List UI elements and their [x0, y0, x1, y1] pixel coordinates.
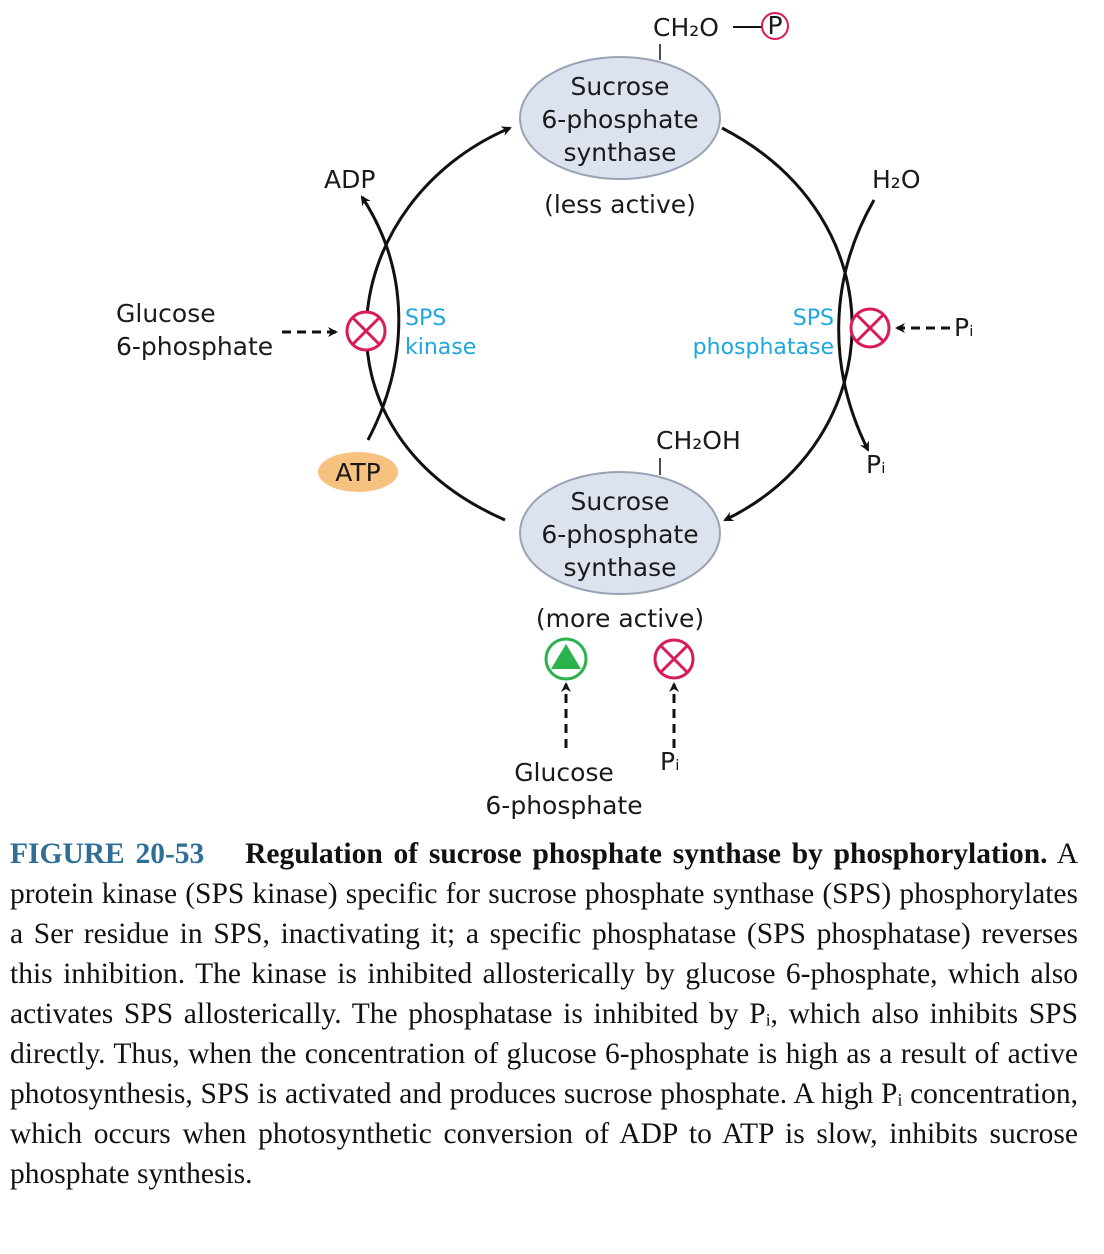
caption-title: Regulation of sucrose phosphate synthase… [245, 838, 1048, 870]
top-enzyme: CH₂O P Sucrose 6-phosphate synthase (les… [519, 11, 789, 219]
atp-badge: ATP [318, 452, 398, 492]
water-label: H₂O [872, 165, 921, 194]
caption-label: FIGURE 20-53 [10, 838, 205, 870]
phosphate-group-icon: P [761, 11, 789, 40]
activate-icon [544, 637, 588, 681]
bottom-enzyme: CH₂OH Sucrose 6-phosphate synthase (more… [519, 426, 741, 633]
bottom-enzyme-state: (more active) [536, 604, 704, 633]
bottom-group-label: CH₂OH [656, 426, 741, 455]
atp-label: ATP [335, 458, 381, 487]
adp-label: ADP [324, 165, 375, 194]
top-enzyme-ellipse [519, 56, 721, 180]
kinase-label-line-1: SPS [405, 306, 446, 331]
water-to-pi-arrow [837, 199, 876, 452]
bottom-enzyme-ellipse [519, 471, 721, 595]
caption-body: A protein kinase (SPS kinase) specific f… [10, 838, 1079, 1190]
sps-inhibit-icon [653, 638, 695, 680]
phosphatase-inhibit-icon [849, 307, 891, 349]
bottom-enzyme-line-1: Sucrose [571, 487, 670, 516]
bottom-effector-right-label: Pᵢ [660, 747, 680, 776]
phosphatase-label-line-1: SPS [793, 306, 834, 331]
kinase-inhibit-icon [345, 310, 387, 352]
phosphate-symbol: P [767, 11, 782, 40]
phosphatase-label-line-2: phosphatase [693, 335, 834, 360]
bottom-enzyme-line-3: synthase [563, 553, 676, 582]
top-enzyme-state: (less active) [544, 190, 696, 219]
sps-regulation-diagram: CH₂O P Sucrose 6-phosphate synthase (les… [116, 11, 974, 820]
left-effector-line-1: Glucose [116, 299, 216, 328]
right-effector-label: Pᵢ [954, 313, 974, 342]
pi-release-label: Pᵢ [866, 450, 886, 479]
kinase-label-line-2: kinase [405, 335, 476, 360]
bottom-effector-left-line-2: 6-phosphate [485, 791, 642, 820]
figure-caption: FIGURE 20-53 Regulation of sucrose phosp… [10, 834, 1078, 1194]
top-enzyme-line-2: 6-phosphate [541, 105, 698, 134]
top-enzyme-line-1: Sucrose [571, 72, 670, 101]
left-effector-line-2: 6-phosphate [116, 332, 273, 361]
top-group-label: CH₂O [653, 13, 719, 42]
atp-to-adp-arrow [360, 195, 401, 441]
bottom-effector-left-line-1: Glucose [514, 758, 614, 787]
bottom-enzyme-line-2: 6-phosphate [541, 520, 698, 549]
top-enzyme-line-3: synthase [563, 138, 676, 167]
